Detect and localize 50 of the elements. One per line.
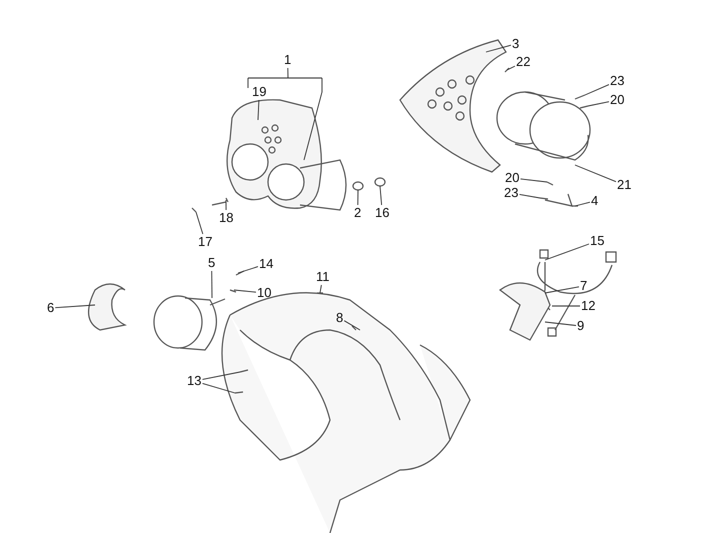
callout-number: 10 [257, 286, 272, 300]
callout-number: 17 [198, 235, 212, 249]
leader-line [544, 322, 576, 326]
leader-line [248, 68, 322, 160]
leader-line [574, 202, 590, 206]
leader-line [519, 194, 540, 198]
callout-number: 14 [259, 257, 274, 271]
leader-line [320, 284, 322, 294]
leader-line [202, 382, 236, 394]
callout-number: 18 [219, 211, 234, 225]
callout-number: 4 [591, 194, 598, 208]
callout-number: 20 [505, 171, 520, 185]
leader-line [380, 186, 382, 206]
leader-line [234, 290, 256, 293]
callout-number: 8 [336, 311, 344, 325]
callout-number: 3 [512, 37, 520, 51]
callout-number: 21 [617, 178, 632, 192]
callout-number: 23 [610, 74, 624, 88]
callout-number: 13 [187, 374, 202, 388]
leader-line [544, 286, 580, 294]
leader-line [486, 44, 512, 52]
leader-line [574, 164, 616, 182]
leader-line [520, 178, 548, 182]
callout-number: 16 [375, 206, 390, 220]
callout-number: 12 [581, 299, 596, 313]
leader-line [196, 212, 204, 234]
callout-number: 19 [252, 85, 266, 99]
callout-number: 11 [316, 270, 330, 284]
callout-number: 23 [504, 186, 518, 200]
leader-line [344, 320, 360, 330]
callout-number: 20 [610, 93, 624, 107]
leader-line [588, 101, 610, 106]
leader-line [54, 304, 96, 308]
callout-number: 22 [516, 55, 530, 69]
callout-number: 15 [590, 234, 604, 248]
leader-line [357, 190, 358, 206]
leader-line [506, 66, 516, 70]
leader-line [226, 200, 227, 210]
leader-line [584, 84, 610, 96]
leader-line [202, 372, 240, 380]
leader-line [544, 244, 590, 260]
callout-number: 9 [577, 319, 584, 333]
leader-line [238, 266, 258, 274]
callout-number: 7 [580, 279, 588, 293]
callout-number: 6 [47, 301, 54, 315]
callout-number: 1 [284, 53, 292, 67]
leader-line [211, 270, 212, 298]
leader-line [258, 100, 260, 120]
callout-number: 2 [354, 206, 362, 220]
callout-number: 5 [208, 256, 216, 270]
